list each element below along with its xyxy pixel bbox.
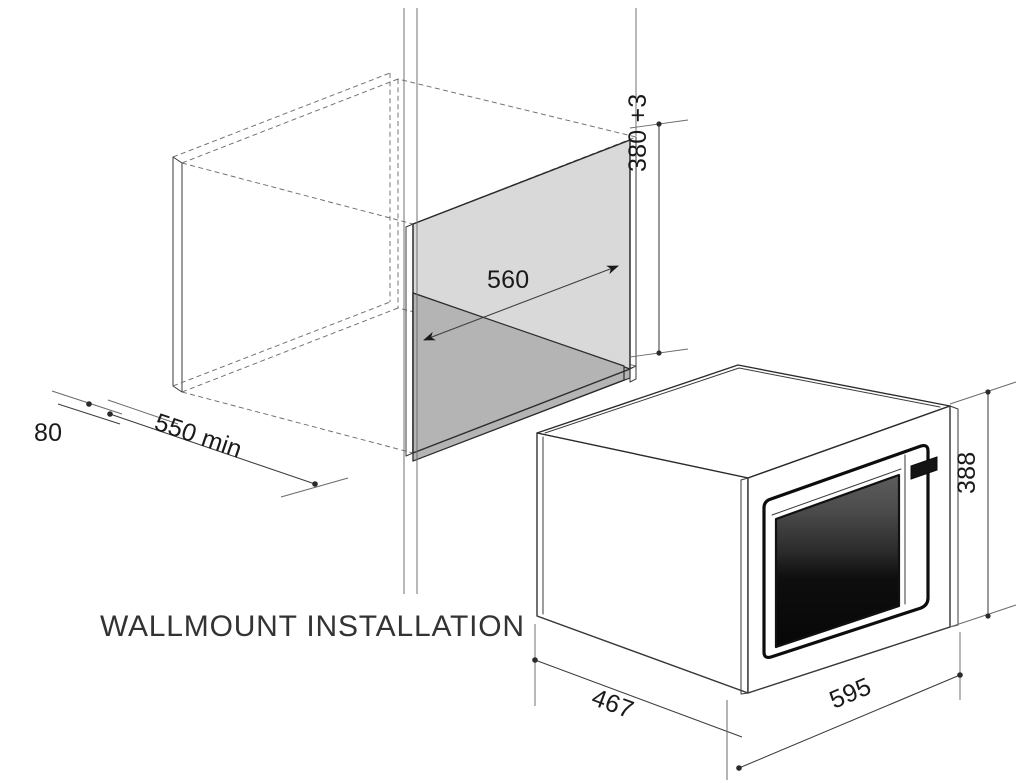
dim-550-dim-line <box>109 413 316 485</box>
dimension-niche-height: 380 +3 <box>624 94 689 358</box>
oven-top-face-inner-edge <box>544 367 941 434</box>
dim-467-dim-line <box>534 659 743 738</box>
dimension-appliance-height: 388 <box>949 381 1017 628</box>
oven-front-bezel-right-flange <box>949 405 959 628</box>
dim-380-dot-bottom <box>656 350 662 356</box>
niche-left-panel-top-edge-inner <box>181 78 399 164</box>
oven-bottom-left-edge <box>536 615 749 694</box>
microwave-oven-group <box>536 364 959 695</box>
dim-595-dot-left <box>736 765 742 771</box>
dimension-front-offset: 80 <box>34 390 123 447</box>
niche-opening-inner-rail-c <box>405 452 414 457</box>
dim-80-dim-line <box>57 403 121 425</box>
oven-front-bezel-thickness-edge <box>740 477 749 481</box>
dim-388-label: 388 <box>953 452 981 494</box>
niche-left-panel-bottom-edge <box>172 301 391 387</box>
oven-door-glass <box>774 473 901 649</box>
dim-595-label: 595 <box>825 672 875 714</box>
dim-80-dot <box>86 401 92 407</box>
dim-550-tick-end <box>280 477 349 498</box>
dim-388-ext-top <box>949 381 1017 405</box>
dim-595-dim-line <box>738 674 961 769</box>
dim-595-dot-right <box>957 672 963 678</box>
dim-550-tick-start <box>107 399 179 425</box>
dim-388-dot-bottom <box>985 613 991 619</box>
oven-bottom-front-edge <box>747 626 951 694</box>
dimension-niche-width: 560 <box>423 265 619 341</box>
niche-left-panel-top-edge <box>172 72 391 158</box>
dim-467-dot-left <box>532 657 538 663</box>
niche-opening-inner-rail-b <box>405 223 414 228</box>
dim-380-label: 380 +3 <box>624 94 652 172</box>
niche-left-panel-bottom-edge-inner <box>181 307 399 393</box>
dim-388-dot-top <box>985 389 991 395</box>
oven-display-window <box>910 456 938 480</box>
dim-380-dot-top <box>656 121 662 127</box>
diagram-title: WALLMOUNT INSTALLATION <box>100 610 525 643</box>
dim-550-label: 550 min <box>151 408 246 464</box>
dim-560-label: 560 <box>487 266 529 294</box>
dim-560-arrow <box>423 265 619 341</box>
oven-door-glass-reveal <box>771 468 902 516</box>
dim-388-ext-bottom <box>949 604 1017 628</box>
dim-550-dot-end <box>312 481 318 487</box>
dimension-niche-depth: 550 min <box>107 399 349 498</box>
niche-left-panel-outline <box>172 156 183 393</box>
dim-80-label: 80 <box>34 419 62 447</box>
niche-top-plane <box>181 78 638 225</box>
oven-front-bezel-thickness-top <box>740 479 749 695</box>
dim-550-dot-start <box>107 411 113 417</box>
niche-shelf-lip <box>629 365 637 383</box>
dim-467-label: 467 <box>588 683 637 724</box>
